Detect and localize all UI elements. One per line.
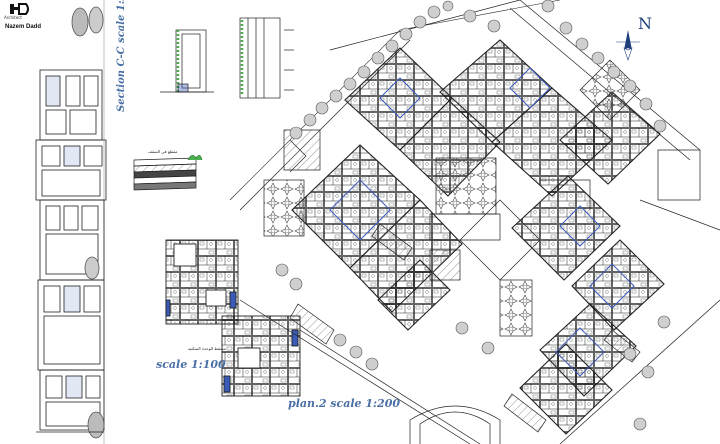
unit-plan-caption: مسقط الوحدة السكنية	[188, 346, 226, 351]
unit-plan-2	[221, 315, 301, 397]
plan-scale-label: plan.2 scale 1:200	[288, 397, 401, 410]
site-plan	[229, 0, 720, 444]
trees	[275, 0, 671, 431]
brand-subtitle: Architect	[4, 15, 22, 20]
roof-section-detail	[133, 155, 203, 191]
brand-name: Nazem Dadd	[5, 24, 42, 30]
building-wing-b	[491, 87, 665, 435]
section-cc-drawing	[160, 17, 294, 99]
roof-legend-title: مقطع في السقف	[148, 149, 178, 154]
elevation-strip	[35, 0, 107, 444]
unit-plan-1	[165, 239, 239, 325]
north-label: N	[638, 14, 652, 33]
unit-scale-label: scale 1:100	[156, 358, 226, 371]
logo-icon	[10, 3, 29, 15]
north-arrow	[616, 30, 640, 61]
section-scale-label: Section C-C scale 1:200	[116, 0, 127, 112]
